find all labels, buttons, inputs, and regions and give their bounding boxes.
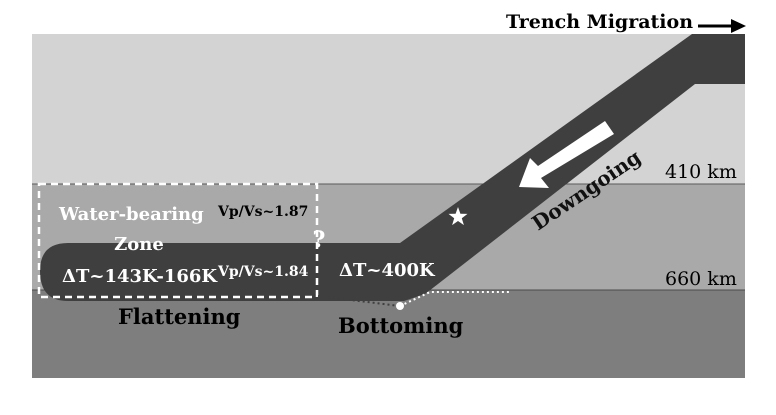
- water-bearing-zone-box: [37, 182, 319, 299]
- trench-migration-arrow-icon: [698, 19, 746, 33]
- downgoing-arrow-icon: [519, 121, 614, 188]
- zone-title-line2: Zone: [114, 234, 164, 255]
- slab: [40, 34, 745, 301]
- bottoming-label: Bottoming: [338, 313, 464, 338]
- bottoming-dotted-path-right: [399, 291, 510, 307]
- slab-temperature-label: ΔT~400K: [339, 260, 436, 281]
- bottoming-dotted-path: [317, 295, 401, 307]
- bottoming-point: [396, 302, 404, 310]
- trench-migration-label: Trench Migration: [506, 11, 693, 33]
- vpvs-lower-label: Vp/Vs~1.84: [217, 264, 309, 280]
- depth-410-label: 410 km: [665, 161, 737, 183]
- vpvs-upper-label: Vp/Vs~1.87: [217, 204, 308, 220]
- flattening-label: Flattening: [118, 304, 241, 329]
- star-icon: [448, 207, 468, 226]
- depth-660-label: 660 km: [665, 268, 737, 290]
- question-mark-label: ?: [313, 227, 326, 253]
- zone-title-line1: Water-bearing: [58, 204, 204, 225]
- zone-temperature-label: ΔT~143K-166K: [62, 266, 218, 287]
